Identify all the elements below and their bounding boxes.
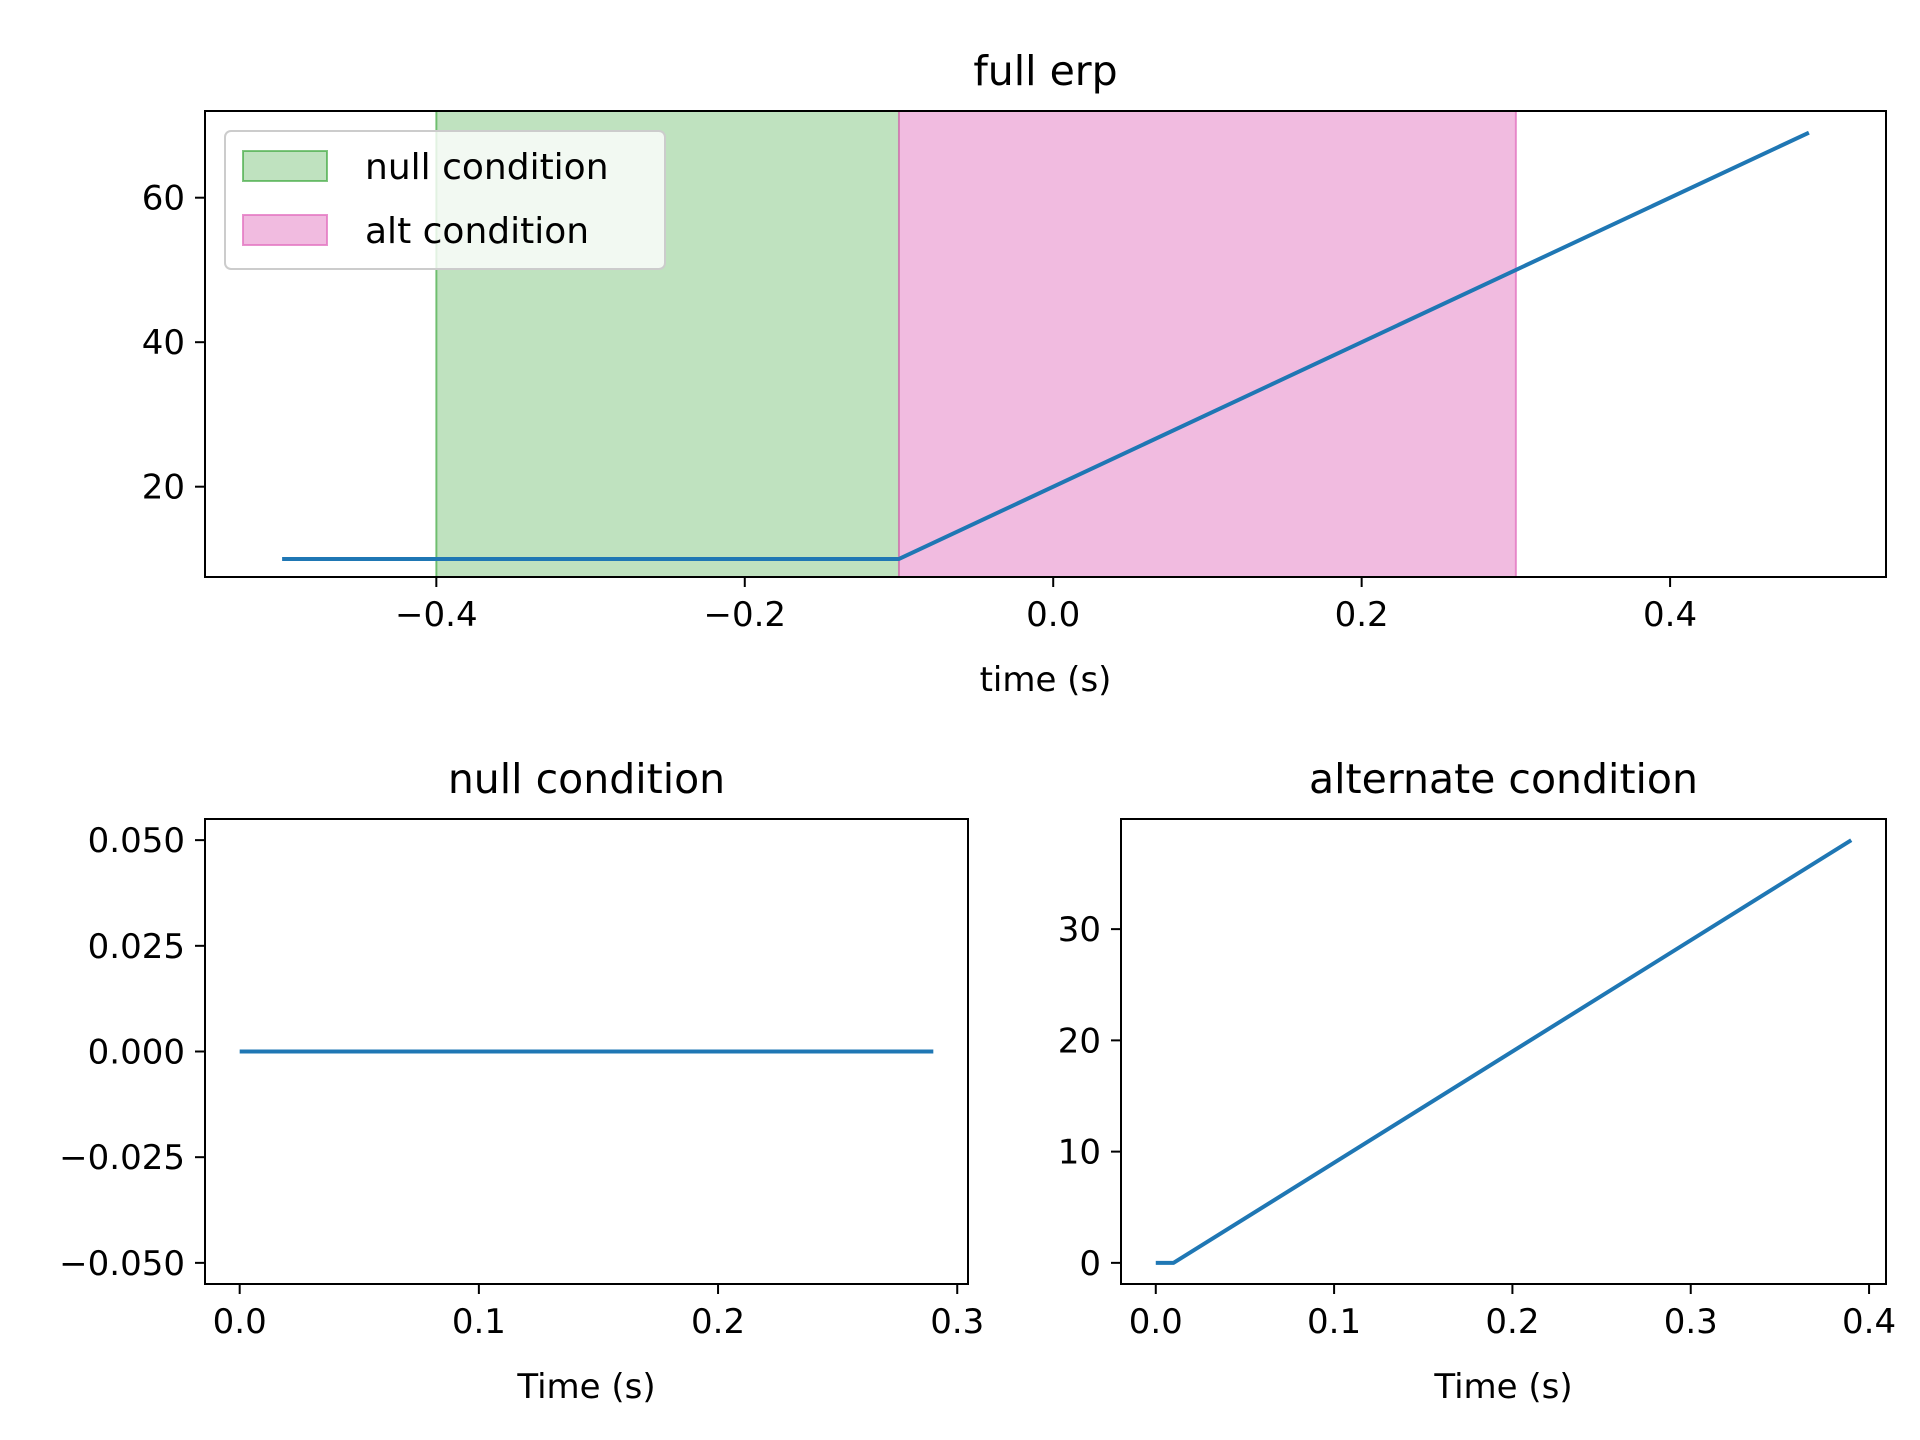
y-tick-label: 10 <box>1058 1133 1101 1173</box>
alternate-condition-panel: 0.0 0.1 0.2 0.3 0.4 0 10 20 30 alternate condit… <box>1058 755 1896 1407</box>
x-tick-label: 0.2 <box>691 1302 745 1342</box>
y-tick-label: 20 <box>142 468 185 508</box>
y-tick-label: 20 <box>1058 1021 1101 1061</box>
y-ticks: 20 40 60 <box>142 179 205 508</box>
x-tick-label: 0.1 <box>452 1302 506 1342</box>
x-tick-label: 0.0 <box>213 1302 267 1342</box>
series-line-0 <box>282 130 1810 561</box>
x-tick-label: 0.0 <box>1129 1302 1183 1342</box>
legend: null condition alt condition <box>224 130 666 270</box>
x-ticks: 0.0 0.1 0.2 0.3 0.4 <box>1129 1284 1896 1342</box>
span-alt-condition <box>898 111 1516 577</box>
y-tick-label: 40 <box>142 323 185 363</box>
null-condition-panel: 0.0 0.1 0.2 0.3 −0.050 −0.025 0.000 0.025 0.050… <box>59 755 984 1407</box>
full-erp-panel: −0.4 −0.2 0.0 0.2 0.4 20 40 60 full erp time (… <box>142 47 1887 700</box>
axes-frame <box>1120 818 1887 1285</box>
x-tick-label: 0.4 <box>1643 595 1697 635</box>
x-ticks: −0.4 −0.2 0.0 0.2 0.4 <box>395 577 1697 635</box>
chart-title: null condition <box>448 755 725 803</box>
y-ticks: 0 10 20 30 <box>1058 910 1121 1284</box>
legend-label-alt-condition: alt condition <box>365 211 589 252</box>
x-tick-label: 0.0 <box>1026 595 1080 635</box>
legend-label-null-condition: null condition <box>365 147 609 188</box>
x-axis-label: time (s) <box>980 660 1112 700</box>
y-tick-label: 60 <box>142 179 185 219</box>
series-layer <box>1155 838 1853 1265</box>
x-axis-label: Time (s) <box>516 1367 655 1407</box>
y-tick-label: 0.025 <box>88 927 185 967</box>
chart-title: alternate condition <box>1309 755 1698 803</box>
axes-frame <box>204 110 1887 578</box>
legend-swatch-alt-condition <box>242 214 328 246</box>
y-tick-label: 0.050 <box>88 821 185 861</box>
legend-frame <box>224 130 666 270</box>
series-line-0 <box>1155 838 1853 1265</box>
x-axis-label: Time (s) <box>1433 1367 1572 1407</box>
x-tick-label: 0.3 <box>1664 1302 1718 1342</box>
x-tick-label: −0.4 <box>395 595 478 635</box>
y-tick-label: 0 <box>1079 1244 1101 1284</box>
y-tick-label: 0.000 <box>88 1033 185 1073</box>
x-tick-label: −0.2 <box>703 595 786 635</box>
x-tick-label: 0.3 <box>930 1302 984 1342</box>
x-tick-label: 0.2 <box>1485 1302 1539 1342</box>
y-tick-label: −0.025 <box>59 1138 185 1178</box>
y-tick-label: 30 <box>1058 910 1101 950</box>
y-ticks: −0.050 −0.025 0.000 0.025 0.050 <box>59 821 205 1284</box>
series-layer <box>282 130 1810 561</box>
x-ticks: 0.0 0.1 0.2 0.3 <box>213 1284 984 1342</box>
x-tick-label: 0.2 <box>1335 595 1389 635</box>
chart-title: full erp <box>973 47 1117 95</box>
x-tick-label: 0.4 <box>1842 1302 1896 1342</box>
legend-swatch-null-condition <box>242 150 328 182</box>
x-tick-label: 0.1 <box>1307 1302 1361 1342</box>
y-tick-label: −0.050 <box>59 1244 185 1284</box>
